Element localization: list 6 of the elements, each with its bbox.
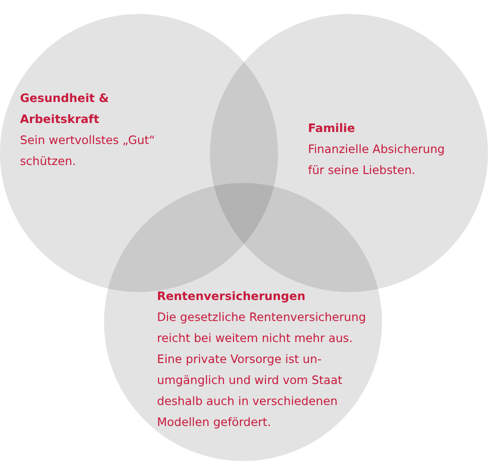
circle-heading: Gesundheit & Arbeitskraft (20, 90, 110, 128)
circle-heading: Rentenversicherungen (157, 288, 306, 305)
circle-heading: Familie (308, 120, 356, 137)
circle-description: Finanzielle Absicherung für seine Liebsten. (308, 141, 446, 179)
circle-description: Sein wertvollstes „Gut“ schützen. (20, 132, 156, 170)
circle-description: Die gesetzliche Rentenversicherung reicht bei weitem nicht mehr aus. Eine private Vorsorge ist un- umgänglich und wird vom Staat deshalb auch in verschiedenen Modellen gefördert. (157, 309, 367, 431)
